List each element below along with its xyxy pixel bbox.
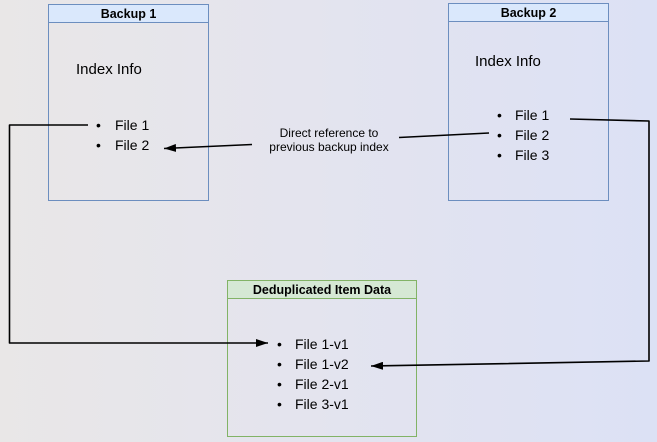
- dedup-file-list: • File 1-v1 • File 1-v2 • File 2-v1 • Fi…: [277, 334, 349, 414]
- backup2-node: Backup 2: [448, 3, 609, 201]
- bullet-icon: •: [497, 127, 502, 143]
- edge-label: Direct reference to previous backup inde…: [229, 126, 429, 154]
- backup1-title: Backup 1: [49, 5, 208, 23]
- file-list-item: • File 1: [497, 105, 549, 125]
- file-label: File 1: [515, 107, 550, 123]
- bullet-icon: •: [497, 147, 502, 163]
- backup2-title: Backup 2: [449, 4, 608, 22]
- edge-label-line1: Direct reference to: [279, 126, 379, 140]
- file-list-item: • File 1: [96, 115, 149, 135]
- bullet-icon: •: [96, 137, 101, 153]
- backup1-file-list: • File 1 • File 2: [96, 115, 149, 155]
- file-list-item: • File 3-v1: [277, 394, 349, 414]
- backup2-file-list: • File 1 • File 2 • File 3: [497, 105, 549, 165]
- bullet-icon: •: [277, 356, 282, 372]
- bullet-icon: •: [497, 107, 502, 123]
- file-list-item: • File 2: [96, 135, 149, 155]
- file-label: File 2: [515, 127, 550, 143]
- file-label: File 2-v1: [295, 376, 349, 392]
- file-label: File 1-v2: [295, 356, 349, 372]
- file-list-item: • File 2: [497, 125, 549, 145]
- file-list-item: • File 1-v1: [277, 334, 349, 354]
- file-label: File 2: [115, 137, 150, 153]
- bullet-icon: •: [277, 336, 282, 352]
- file-label: File 1: [115, 117, 150, 133]
- backup1-index-info-label: Index Info: [76, 61, 142, 78]
- edge-label-line2: previous backup index: [269, 140, 389, 154]
- backup1-node: Backup 1: [48, 4, 209, 201]
- dedup-title: Deduplicated Item Data: [228, 281, 416, 299]
- dedup-node: Deduplicated Item Data: [227, 280, 417, 437]
- bullet-icon: •: [96, 117, 101, 133]
- file-list-item: • File 2-v1: [277, 374, 349, 394]
- file-label: File 1-v1: [295, 336, 349, 352]
- file-label: File 3: [515, 147, 550, 163]
- file-list-item: • File 3: [497, 145, 549, 165]
- backup2-index-info-label: Index Info: [475, 53, 541, 70]
- bullet-icon: •: [277, 376, 282, 392]
- file-label: File 3-v1: [295, 396, 349, 412]
- bullet-icon: •: [277, 396, 282, 412]
- file-list-item: • File 1-v2: [277, 354, 349, 374]
